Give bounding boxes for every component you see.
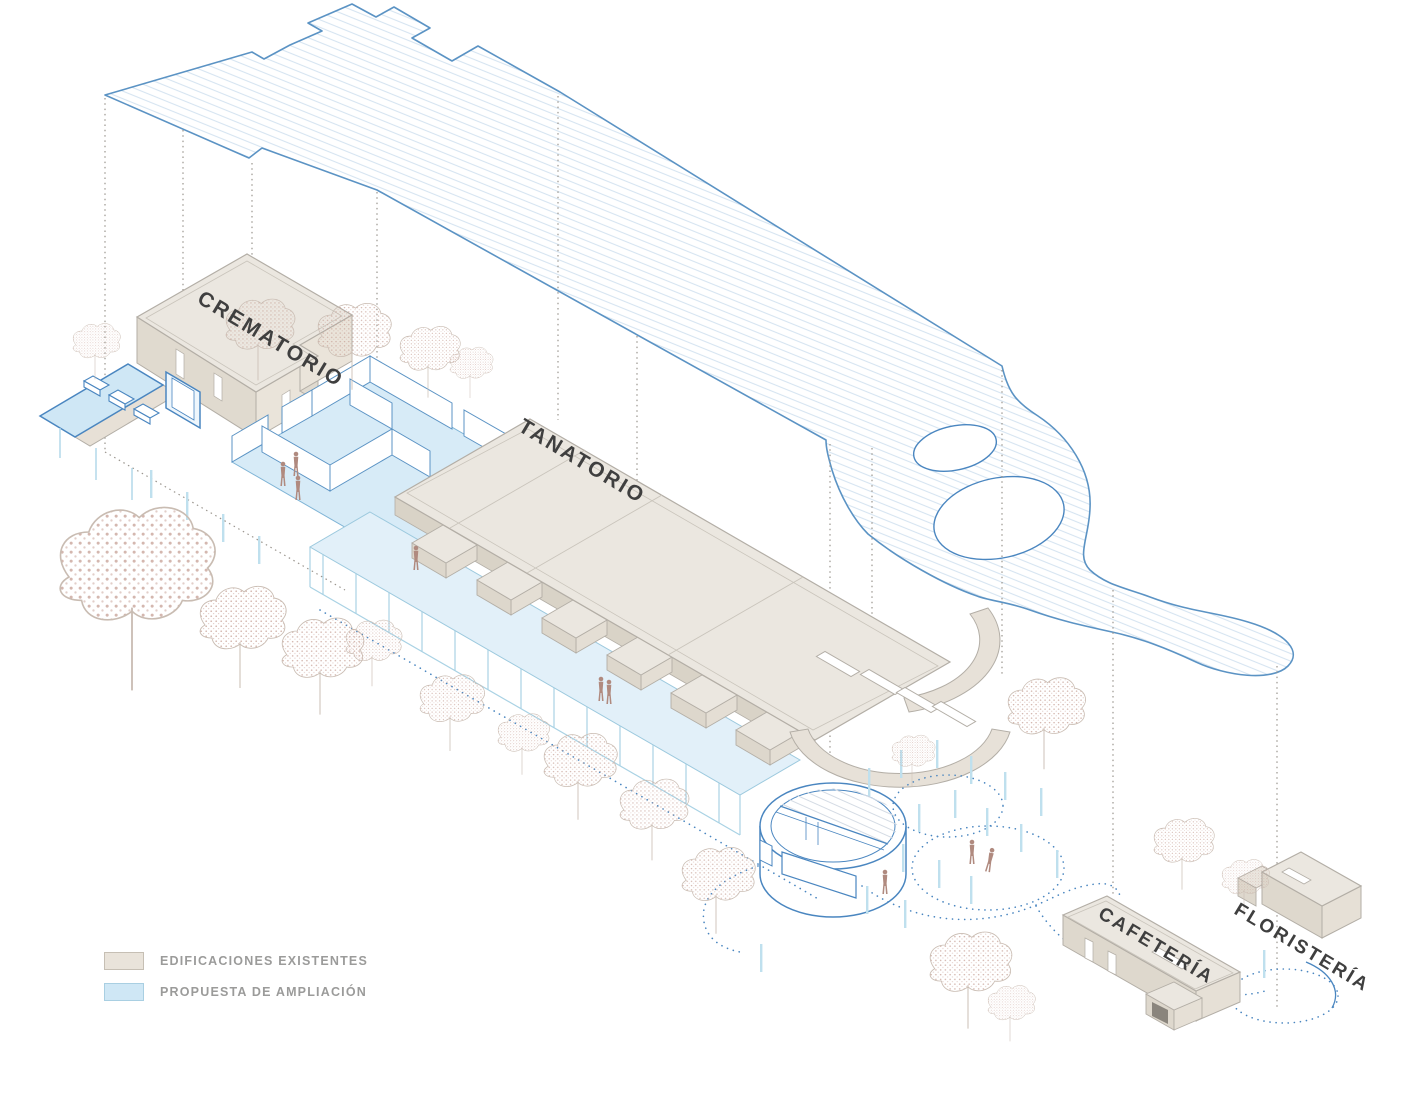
tanatorio-skylights [815,650,977,728]
legend: EDIFICACIONES EXISTENTES PROPUESTA DE AM… [104,952,368,1001]
legend-label-proposal: PROPUESTA DE AMPLIACIÓN [160,985,368,999]
ramp-benches [82,375,161,425]
proposal-round-chapel [759,782,907,918]
legend-swatch-existing [104,952,144,970]
legend-swatch-proposal [104,983,144,1001]
cafeteria-annex [1144,981,1204,1031]
legend-item-proposal: PROPUESTA DE AMPLIACIÓN [104,983,368,1001]
tanatorio-patio-teeth [411,524,802,766]
tanatorio-building [393,418,1011,788]
site-plan-courtyard-large [933,475,1065,561]
crematorio-doors [175,348,291,418]
legend-item-existing: EDIFICACIONES EXISTENTES [104,952,368,970]
proposal-posts [150,470,1266,978]
proposal-entrance-ramp [38,363,346,591]
cafeteria-building [1061,895,1242,1031]
site-plan-overlay [104,3,1294,677]
crematorio-proposed-porch [165,370,201,430]
legend-label-existing: EDIFICACIONES EXISTENTES [160,954,368,968]
site-plan-courtyard-small [912,424,998,472]
